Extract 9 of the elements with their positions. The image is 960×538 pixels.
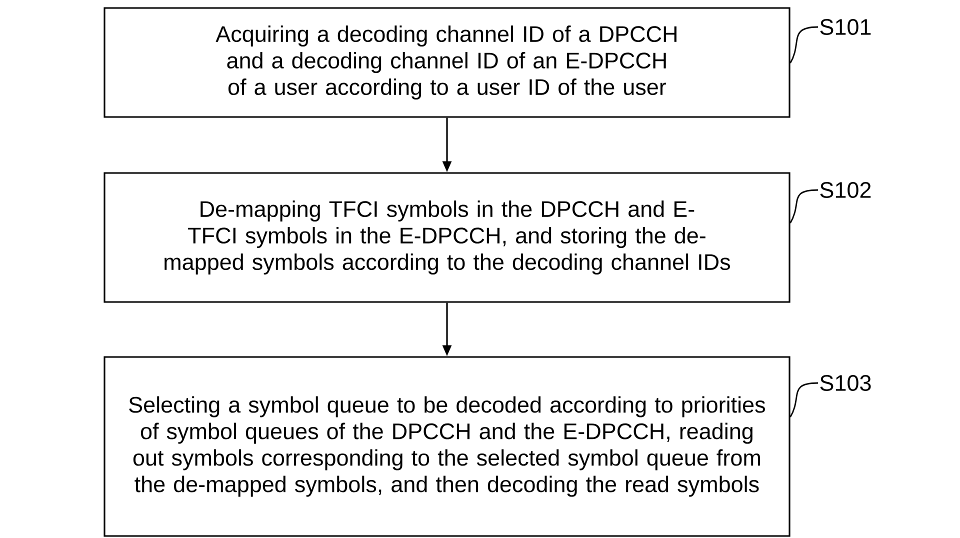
leader-line: [790, 26, 818, 64]
step-label: S103: [820, 375, 871, 391]
leader-line: [790, 189, 818, 224]
process-box: Acquiring a decoding channel ID of a DPCCH and a decoding channel ID of an E-DPCCH of a user according to a user ID of the user: [104, 7, 790, 118]
leader-line: [790, 382, 818, 418]
step-label: S101: [820, 19, 871, 35]
process-box: De-mapping TFCI symbols in the DPCCH and E-TFCI symbols in the E-DPCCH, and storing the de-mapped symbols according to the decoding channel IDs: [104, 172, 790, 303]
process-box: Selecting a symbol queue to be decoded according to priorities of symbol queues of the DPCCH and the E-DPCCH, reading out symbols corresponding to the selected symbol queue from the de-mapped symbols, and then decoding the read symbols: [104, 356, 790, 537]
step-label: S102: [820, 182, 871, 198]
